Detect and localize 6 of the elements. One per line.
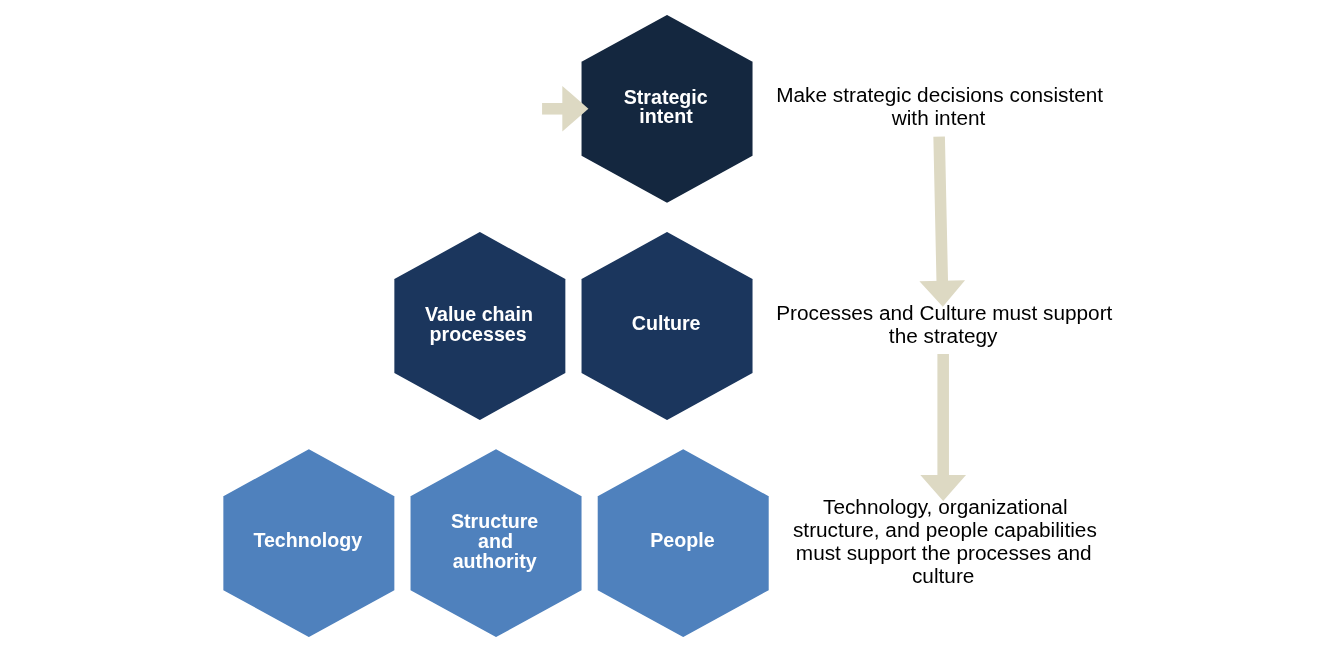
arrow [542, 85, 589, 132]
node-text: Processes and Culture must support the strategy [776, 300, 1113, 347]
node-text: Technology, organizational structure, and people capabilities must support the processes and culture [792, 494, 1097, 587]
arrow [920, 353, 966, 502]
node-text: Make strategic decisions consistent with intent [776, 83, 1104, 130]
arrow [919, 136, 966, 307]
